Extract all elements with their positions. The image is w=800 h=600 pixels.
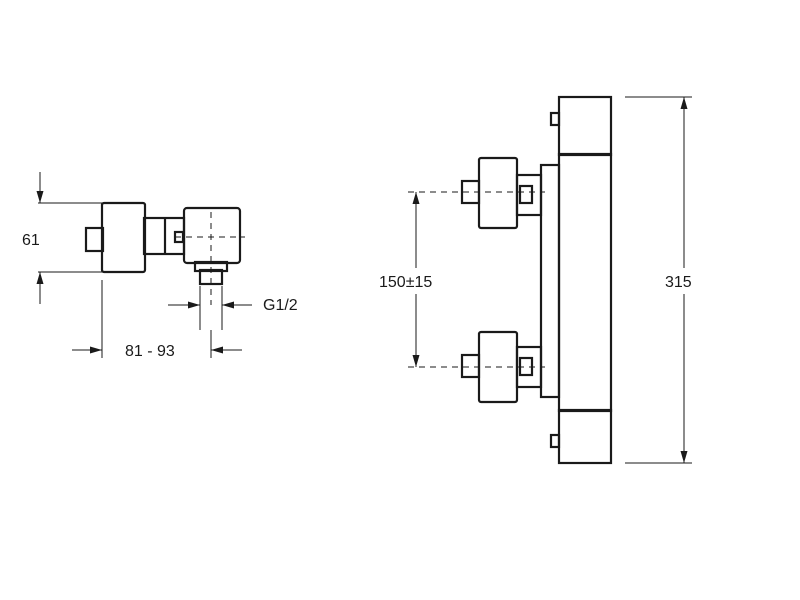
front-inner-panel — [539, 163, 561, 399]
front-bar-top-cap — [557, 95, 613, 157]
side-handle-stem — [84, 226, 105, 253]
side-thread-label: G1/2 — [263, 297, 298, 314]
side-height-label: 61 — [22, 232, 40, 249]
front-bar-body — [557, 152, 613, 413]
front-top-handle-knob — [477, 156, 519, 230]
front-view: 150±15 315 — [376, 95, 708, 465]
side-handle-knob — [100, 201, 147, 274]
side-main-body — [182, 206, 242, 265]
front-top-connector — [460, 156, 543, 230]
side-view: 61 G1/2 81 - 93 — [22, 172, 298, 360]
front-bar-bottom-cap — [557, 408, 613, 465]
side-depth-label: 81 - 93 — [125, 343, 175, 360]
front-height-label: 315 — [665, 274, 692, 291]
front-spacing-label: 150±15 — [379, 274, 432, 291]
